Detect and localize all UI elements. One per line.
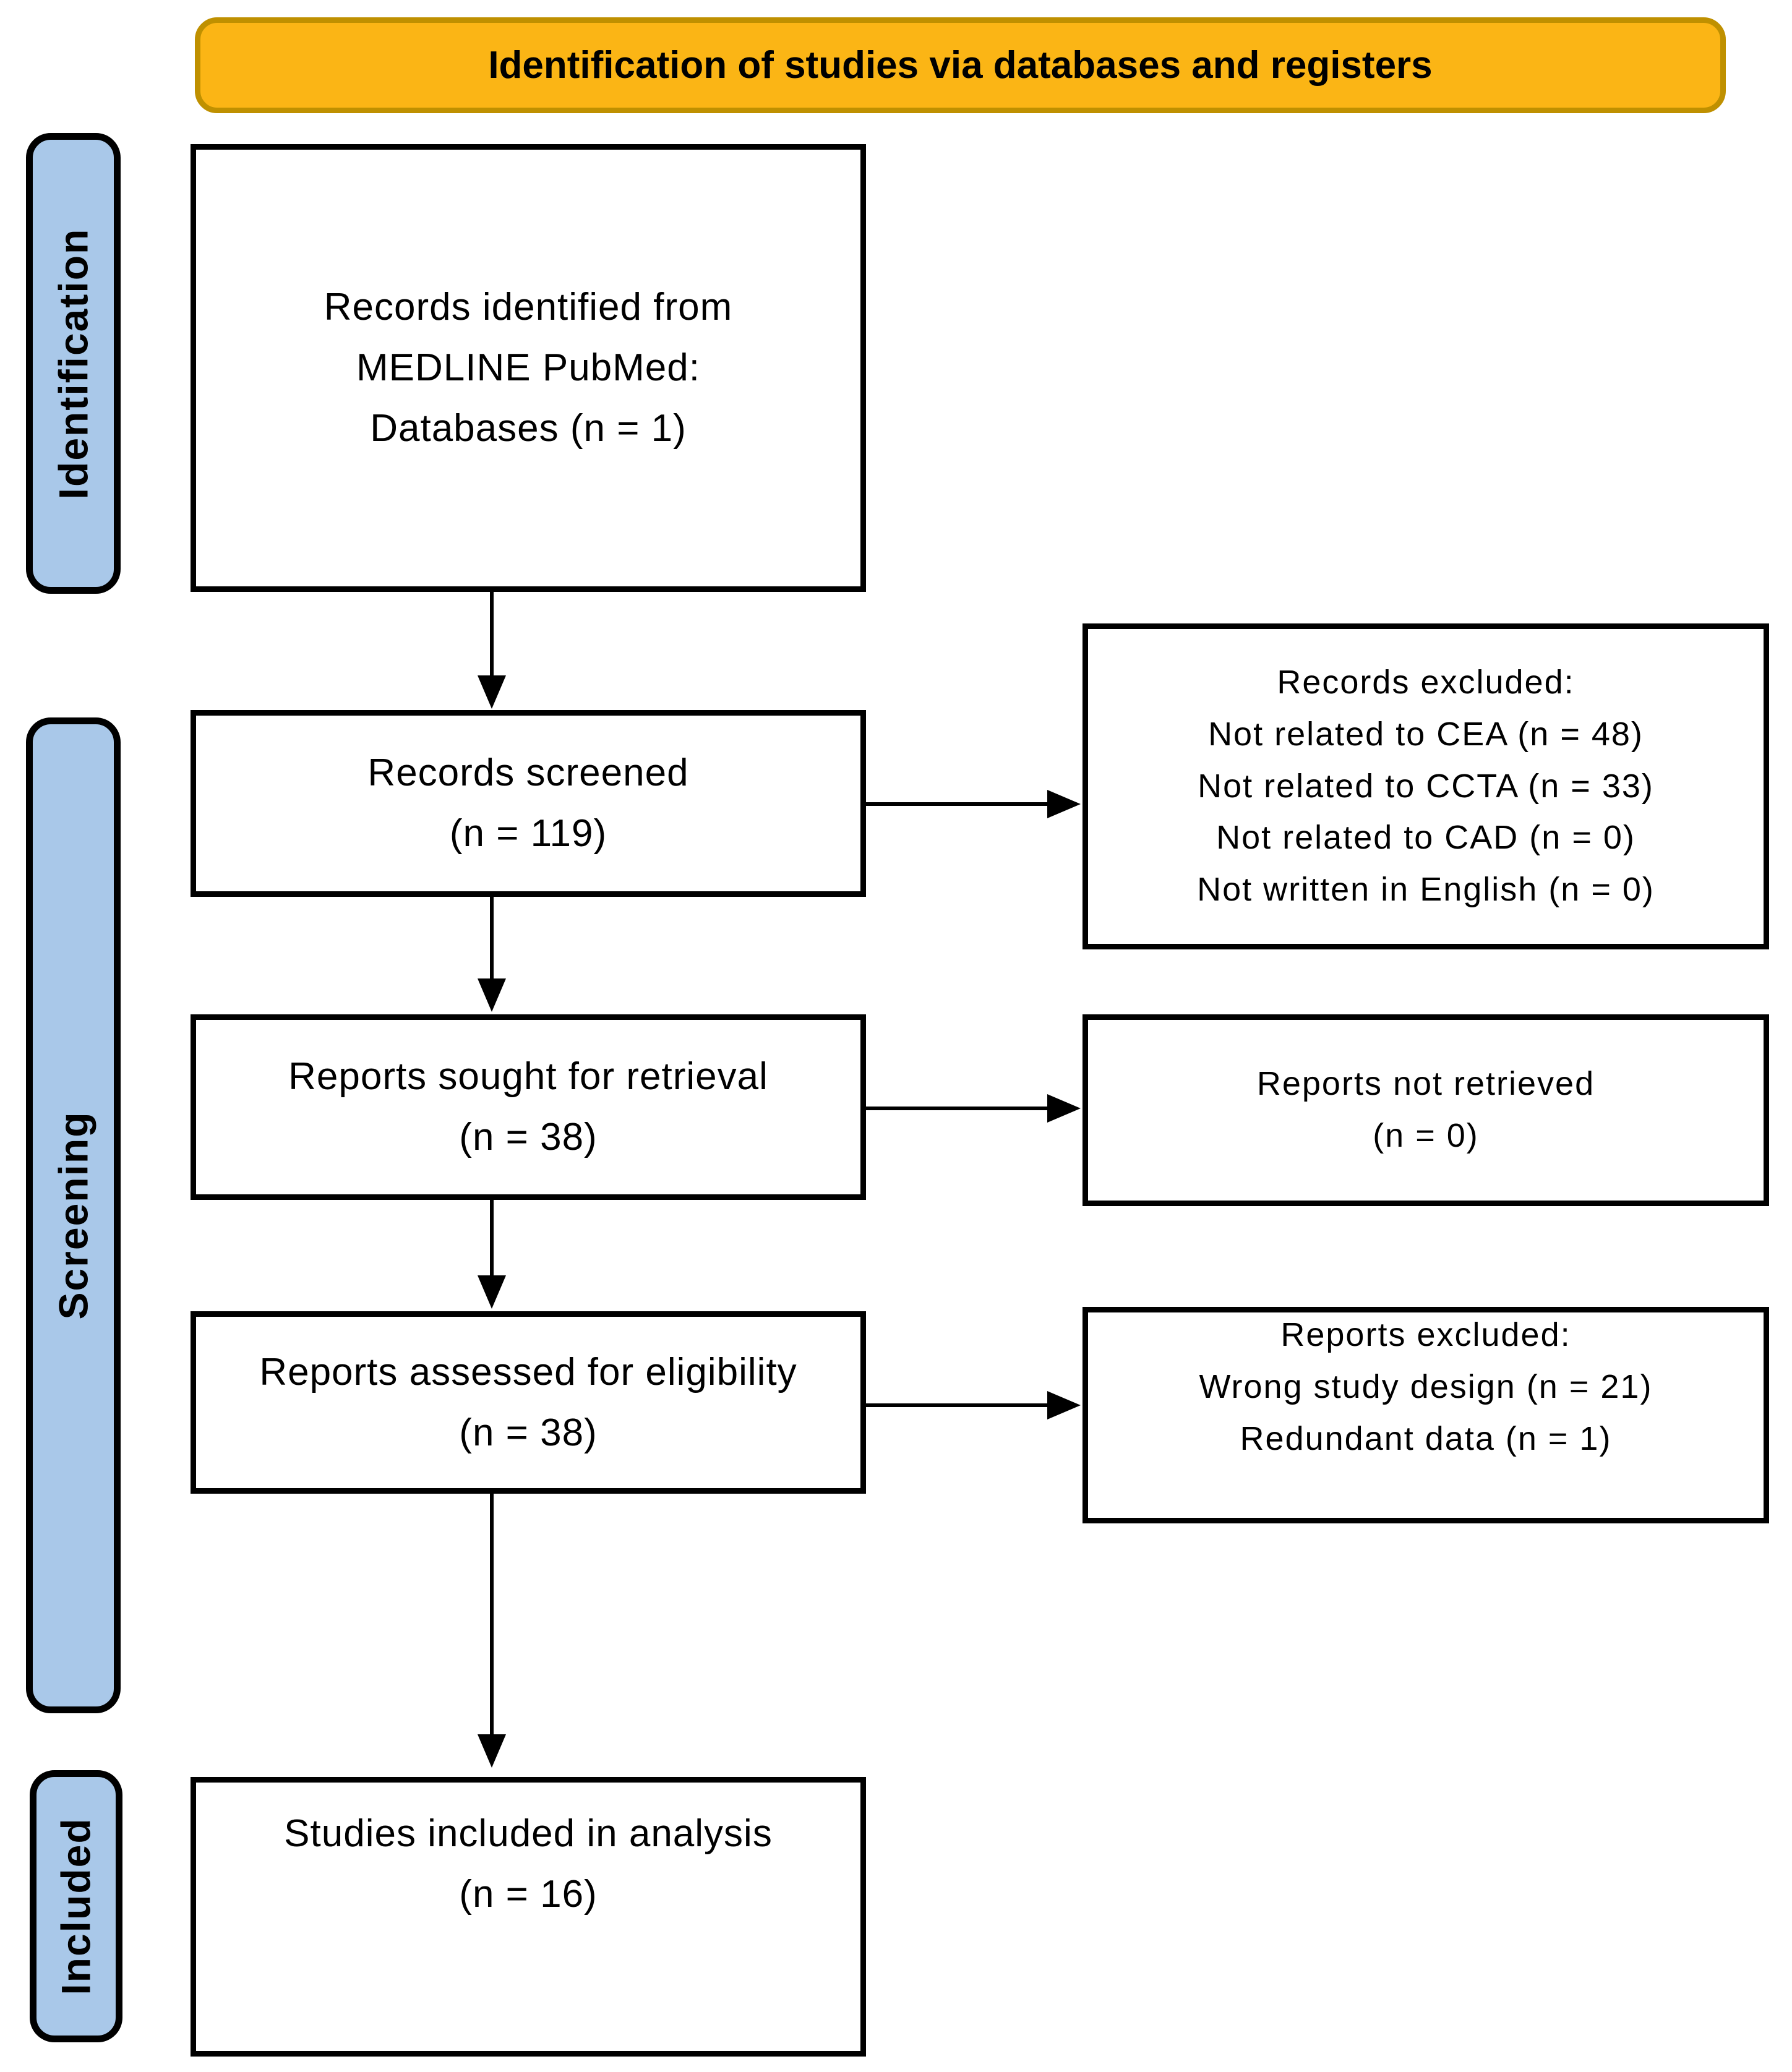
- arrow-stem: [490, 592, 494, 679]
- stage-label-included-text: Included: [53, 1817, 100, 1995]
- box-records-excluded-line: Not related to CEA (n = 48): [1208, 715, 1644, 753]
- box-reports-excluded-line: Reports excluded:: [1280, 1316, 1571, 1354]
- box-records-excluded: Records excluded: Not related to CEA (n …: [1082, 623, 1769, 949]
- arrow-head-down-icon: [478, 675, 506, 709]
- box-reports-excluded-line: Redundant data (n = 1): [1240, 1419, 1612, 1457]
- box-records-identified-line: MEDLINE PubMed:: [356, 346, 700, 390]
- box-reports-not-retrieved-line: Reports not retrieved: [1256, 1065, 1595, 1103]
- box-studies-included-line: (n = 16): [459, 1873, 598, 1916]
- header-banner: Identification of studies via databases …: [195, 17, 1726, 113]
- arrow-head-right-icon: [1047, 1094, 1081, 1123]
- box-records-screened: Records screened (n = 119): [191, 710, 866, 897]
- stage-label-included: Included: [30, 1770, 122, 2042]
- box-records-excluded-line: Not written in English (n = 0): [1197, 871, 1655, 909]
- box-reports-sought-line: (n = 38): [459, 1116, 598, 1158]
- box-records-excluded-line: Not related to CAD (n = 0): [1216, 819, 1636, 857]
- arrow-head-down-icon: [478, 1734, 506, 1768]
- box-reports-assessed-line: Reports assessed for eligibility: [259, 1350, 797, 1393]
- box-reports-excluded: Reports excluded: Wrong study design (n …: [1082, 1307, 1769, 1523]
- box-reports-not-retrieved-line: (n = 0): [1373, 1117, 1479, 1154]
- arrow-head-down-icon: [478, 978, 506, 1012]
- box-reports-not-retrieved: Reports not retrieved (n = 0): [1082, 1014, 1769, 1206]
- box-reports-excluded-line: Wrong study design (n = 21): [1199, 1368, 1653, 1406]
- box-records-excluded-line: Records excluded:: [1277, 664, 1575, 701]
- arrow-stem: [866, 802, 1050, 806]
- arrow-stem: [866, 1107, 1050, 1110]
- box-records-identified: Records identified from MEDLINE PubMed: …: [191, 144, 866, 592]
- box-reports-sought: Reports sought for retrieval (n = 38): [191, 1014, 866, 1200]
- stage-label-screening: Screening: [26, 717, 121, 1713]
- arrow-head-down-icon: [478, 1275, 506, 1309]
- arrow-stem: [490, 1200, 494, 1277]
- box-records-identified-line: Databases (n = 1): [370, 406, 687, 450]
- arrow-stem: [490, 897, 494, 980]
- box-records-screened-line: (n = 119): [449, 812, 607, 855]
- arrow-head-right-icon: [1047, 1391, 1081, 1419]
- box-studies-included-line: Studies included in analysis: [284, 1812, 773, 1856]
- stage-label-identification: Identification: [26, 133, 121, 594]
- box-studies-included: Studies included in analysis (n = 16): [191, 1777, 866, 2057]
- arrow-head-right-icon: [1047, 790, 1081, 818]
- box-records-excluded-line: Not related to CCTA (n = 33): [1198, 767, 1654, 805]
- box-reports-assessed-line: (n = 38): [459, 1411, 598, 1454]
- box-reports-assessed: Reports assessed for eligibility (n = 38…: [191, 1311, 866, 1494]
- stage-label-screening-text: Screening: [50, 1111, 96, 1320]
- box-records-identified-line: Records identified from: [324, 286, 733, 329]
- arrow-stem: [866, 1403, 1050, 1407]
- stage-label-identification-text: Identification: [50, 228, 96, 499]
- header-title: Identification of studies via databases …: [488, 44, 1433, 87]
- box-records-screened-line: Records screened: [367, 751, 689, 795]
- box-reports-sought-line: Reports sought for retrieval: [288, 1055, 768, 1098]
- arrow-stem: [490, 1494, 494, 1736]
